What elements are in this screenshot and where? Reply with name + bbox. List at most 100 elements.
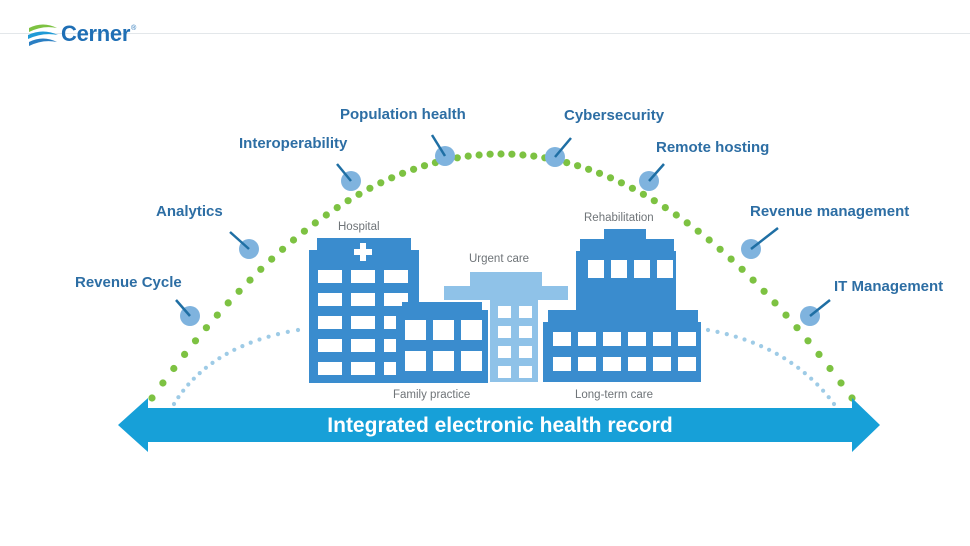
inner-arc-dot [782, 356, 787, 361]
arc-dot [672, 211, 680, 219]
inner-arc-dot [705, 327, 711, 333]
facility-label-urgent-care: Urgent care [469, 253, 529, 265]
inner-arc-dot [217, 356, 222, 361]
arc-dot [497, 150, 505, 158]
facility-label-long-term-care: Long-term care [575, 389, 653, 401]
service-cybersecurity: Cybersecurity [545, 107, 665, 167]
arc-dot [771, 299, 779, 307]
inner-arc-dot [809, 376, 814, 381]
service-label: Revenue management [750, 203, 909, 220]
arc-dot [257, 265, 265, 273]
arc-dot [595, 169, 604, 177]
inner-arc-dot [767, 347, 772, 352]
arc-dot [202, 324, 210, 332]
inner-arc-dot [750, 340, 756, 345]
arc-dot [639, 190, 648, 198]
header-divider [0, 33, 970, 34]
arc-dot [246, 276, 254, 284]
arc-dot [617, 179, 626, 187]
service-connector [648, 163, 665, 182]
inner-arc-dot [197, 371, 202, 376]
arc-dot [224, 299, 232, 307]
arc-dot [311, 219, 319, 227]
inner-arc-dot [715, 329, 720, 334]
service-label: Cybersecurity [564, 107, 665, 124]
arc-dot [486, 150, 494, 158]
arc-dot [475, 151, 483, 159]
arc-dot [388, 174, 396, 182]
service-connector [809, 299, 831, 317]
inner-arc-dots [171, 327, 837, 407]
service-label: IT Management [834, 278, 943, 295]
arc-dot [519, 151, 527, 159]
inner-arc-dot [759, 344, 764, 349]
service-analytics: Analytics [156, 203, 259, 259]
arc-dot [464, 152, 472, 160]
arc-dot [322, 211, 330, 219]
urgent-care-building-icon [444, 272, 568, 382]
service-label: Remote hosting [656, 139, 769, 156]
cerner-logo-text: Cerner® [61, 21, 136, 46]
arc-dot [585, 165, 593, 173]
inner-arc-dot [181, 388, 186, 393]
service-label: Interoperability [239, 135, 348, 152]
service-connector [229, 231, 250, 250]
arc-dot [683, 219, 691, 227]
arc-dot [793, 324, 801, 332]
arc-dot [366, 184, 374, 192]
inner-arc-dot [186, 382, 191, 387]
arc-dot [159, 379, 167, 387]
service-connector [430, 134, 447, 157]
inner-arc-dot [240, 344, 245, 349]
arc-dot [148, 394, 156, 402]
arc-dot [420, 162, 429, 170]
arc-dot [453, 154, 461, 162]
integrated-ehr-arrow: Integrated electronic health record [118, 398, 880, 452]
arc-dot [563, 159, 571, 167]
inner-arc-dot [257, 337, 262, 342]
arc-dot [508, 150, 516, 158]
arc-dot [606, 174, 615, 182]
arc-dot [738, 265, 746, 273]
service-arc-dots [148, 150, 856, 402]
facility-label-rehabilitation: Rehabilitation [584, 212, 654, 224]
inner-arc-dot [176, 395, 181, 400]
service-revenue-cycle: Revenue Cycle [75, 274, 200, 326]
arc-dot [344, 197, 352, 205]
inner-arc-dot [224, 351, 229, 356]
arc-dot [530, 152, 538, 160]
rehabilitation-building-icon [576, 229, 676, 311]
arc-dot [399, 169, 407, 177]
inner-arc-dot [733, 334, 738, 339]
inner-arc-dot [831, 401, 837, 407]
inner-arc-dot [191, 376, 196, 381]
arc-dot [191, 337, 200, 345]
arc-dot [289, 236, 298, 244]
inner-arc-dot [295, 327, 301, 333]
arc-dot [749, 276, 757, 284]
service-interoperability: Interoperability [239, 135, 361, 191]
inner-arc-dot [742, 337, 747, 342]
arc-dot [377, 179, 385, 187]
arc-dot [705, 236, 713, 244]
service-connector [175, 299, 191, 317]
inner-arc-dot [232, 347, 237, 352]
arc-dot [826, 364, 834, 373]
arc-dot [815, 350, 823, 358]
inner-arc-dot [815, 382, 820, 387]
arc-dot [574, 162, 582, 170]
service-it-management: IT Management [800, 278, 943, 326]
service-population-health: Population health [340, 106, 466, 166]
inner-arc-dot [275, 332, 281, 337]
inner-arc-dot [802, 371, 807, 376]
service-connector [336, 163, 352, 182]
service-revenue-management: Revenue management [741, 203, 909, 259]
facility-label-family-practice: Family practice [393, 389, 470, 401]
cerner-logo-mark-icon [28, 24, 58, 46]
arc-dot [760, 287, 768, 295]
service-label: Population health [340, 106, 466, 123]
inner-arc-dot [248, 340, 253, 345]
inner-arc-dot [171, 401, 177, 407]
arc-dot [804, 337, 812, 345]
